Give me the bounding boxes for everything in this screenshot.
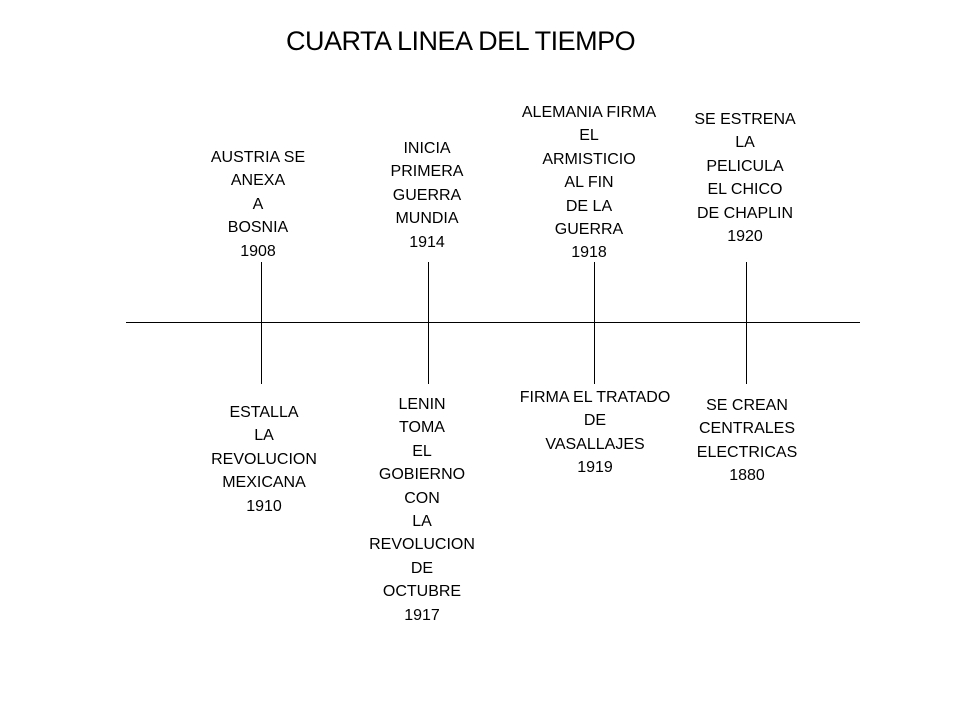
event-line: OCTUBRE — [382, 583, 462, 601]
timeline-tick — [261, 262, 262, 384]
timeline-tick — [428, 262, 429, 384]
event-label-revolucion-octubre: LENIN TOMA EL GOBIERNO CON LA REVOLUCION… — [322, 393, 522, 627]
event-line: 1918 — [571, 244, 607, 262]
event-label-tratado-vasallajes: FIRMA EL TRATADO DE VASALLAJES 1919 — [495, 386, 695, 480]
event-line: EL — [412, 442, 432, 460]
event-line: DE LA — [565, 197, 613, 215]
event-line: REVOLUCION — [369, 536, 475, 554]
event-line: A — [252, 195, 264, 213]
event-line: PRIMERA — [390, 163, 464, 181]
event-line: CON — [404, 489, 440, 507]
event-line: 1910 — [246, 497, 282, 515]
event-line: GOBIERNO — [378, 466, 466, 484]
event-line: MUNDIA — [395, 210, 459, 228]
event-line: FIRMA EL TRATADO — [519, 389, 671, 406]
event-line: AUSTRIA SE — [210, 149, 306, 166]
event-line: REVOLUCION — [211, 450, 317, 468]
event-line: CENTRALES — [698, 420, 796, 438]
event-line: 1914 — [409, 233, 445, 251]
event-line: GUERRA — [392, 186, 462, 204]
event-line: LA — [254, 427, 274, 445]
event-label-revolucion-mexicana: ESTALLA LA REVOLUCION MEXICANA 1910 — [164, 401, 364, 518]
event-line: SE ESTRENA — [694, 111, 796, 128]
event-line: EL CHICO — [707, 181, 783, 199]
event-line: 1908 — [240, 242, 276, 260]
event-line: GUERRA — [554, 220, 624, 238]
event-line: ELECTRICAS — [696, 443, 798, 461]
timeline-tick — [594, 262, 595, 384]
timeline-title: CUARTA LINEA DEL TIEMPO — [286, 26, 636, 56]
event-line: 1920 — [727, 227, 763, 245]
event-label-austria-bosnia: AUSTRIA SE ANEXA A BOSNIA 1908 — [158, 146, 358, 263]
event-line: AL FIN — [564, 174, 614, 192]
event-line: EL — [579, 127, 599, 145]
event-line: TOMA — [399, 419, 445, 437]
event-line: VASALLAJES — [545, 435, 645, 453]
event-line: DE — [583, 412, 607, 430]
event-line: LENIN — [398, 396, 446, 413]
event-line: BOSNIA — [227, 219, 289, 237]
event-line: 1880 — [729, 467, 765, 485]
event-line: DE CHAPLIN — [696, 204, 794, 222]
event-label-primera-guerra: INICIA PRIMERA GUERRA MUNDIA 1914 — [327, 137, 527, 254]
timeline-tick — [746, 262, 747, 384]
event-label-el-chico: SE ESTRENA LA PELICULA EL CHICO DE CHAPL… — [645, 108, 845, 248]
event-label-centrales-electricas: SE CREAN CENTRALES ELECTRICAS 1880 — [647, 394, 847, 488]
event-line: ALEMANIA FIRMA — [521, 104, 657, 121]
event-line: MEXICANA — [222, 474, 306, 492]
event-line: LA — [412, 512, 432, 530]
event-line: DE — [410, 559, 434, 577]
event-line: ESTALLA — [229, 404, 299, 421]
event-line: 1917 — [404, 606, 440, 624]
timeline-axis — [126, 322, 860, 323]
event-line: ANEXA — [230, 172, 286, 190]
event-line: INICIA — [403, 140, 451, 157]
event-line: ARMISTICIO — [542, 150, 636, 168]
event-line: LA — [735, 134, 755, 152]
event-label-armisticio: ALEMANIA FIRMA EL ARMISTICIO AL FIN DE L… — [489, 101, 689, 265]
event-line: SE CREAN — [706, 397, 788, 414]
event-line: PELICULA — [706, 157, 784, 175]
event-line: 1919 — [577, 459, 613, 477]
